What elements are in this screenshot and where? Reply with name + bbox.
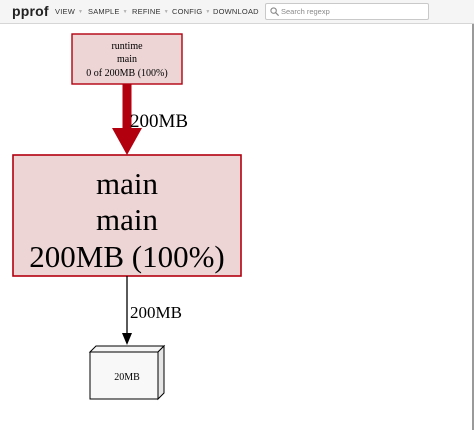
leaf-alloc-node[interactable]: 20MB	[88, 344, 166, 401]
edge-label-runtime-to-main: 200MB	[130, 111, 188, 132]
menu-sample-label: SAMPLE	[88, 7, 120, 16]
chevron-down-icon: ▼	[163, 9, 169, 15]
menu-sample[interactable]: SAMPLE▼	[88, 0, 128, 24]
top-toolbar: pprof VIEW▼ SAMPLE▼ REFINE▼ CONFIG▼ DOWN…	[0, 0, 474, 24]
node-main-main-box	[12, 154, 242, 277]
leaf-alloc-label: 20MB	[114, 372, 140, 383]
chevron-down-icon: ▼	[77, 9, 84, 15]
node-runtime-main-box	[71, 33, 183, 85]
edge-label-main-to-leaf: 200MB	[130, 303, 182, 322]
node-main-main-func: main	[96, 202, 158, 237]
node-main-main-pkg: main	[96, 166, 158, 201]
leaf-box-top	[88, 345, 166, 353]
chevron-down-icon: ▼	[122, 9, 128, 15]
search-input[interactable]	[281, 4, 426, 19]
menu-download-label: DOWNLOAD	[213, 7, 259, 16]
arrowhead-icon	[112, 128, 142, 155]
node-runtime-main-stats: 0 of 200MB (100%)	[86, 68, 167, 79]
leaf-box-front	[89, 351, 159, 400]
menu-view[interactable]: VIEW▼	[55, 0, 83, 24]
edge-main-to-leaf[interactable]	[122, 276, 132, 345]
menu-download[interactable]: DOWNLOAD	[213, 0, 259, 24]
search-box[interactable]	[265, 3, 429, 20]
node-main-main[interactable]: main main 200MB (100%)	[12, 154, 242, 277]
call-graph: 200MB runtime main 0 of 200MB (100%) mai…	[12, 33, 242, 401]
search-icon	[270, 7, 279, 16]
node-runtime-main-func: main	[117, 54, 137, 65]
menu-refine-label: REFINE	[132, 7, 161, 16]
menu-config-label: CONFIG	[172, 7, 203, 16]
node-runtime-main[interactable]: runtime main 0 of 200MB (100%)	[71, 33, 183, 85]
brand-logo: pprof	[12, 3, 49, 19]
menu-refine[interactable]: REFINE▼	[132, 0, 169, 24]
chevron-down-icon: ▼	[205, 9, 211, 15]
arrowhead-icon	[122, 333, 132, 345]
leaf-box-side	[157, 344, 165, 401]
node-runtime-main-pkg: runtime	[111, 41, 143, 52]
menu-view-label: VIEW	[55, 7, 75, 16]
menu-config[interactable]: CONFIG▼	[172, 0, 211, 24]
edge-runtime-to-main[interactable]	[112, 84, 142, 155]
scrollbar-edge	[472, 24, 474, 430]
node-main-main-stats: 200MB (100%)	[29, 239, 224, 274]
